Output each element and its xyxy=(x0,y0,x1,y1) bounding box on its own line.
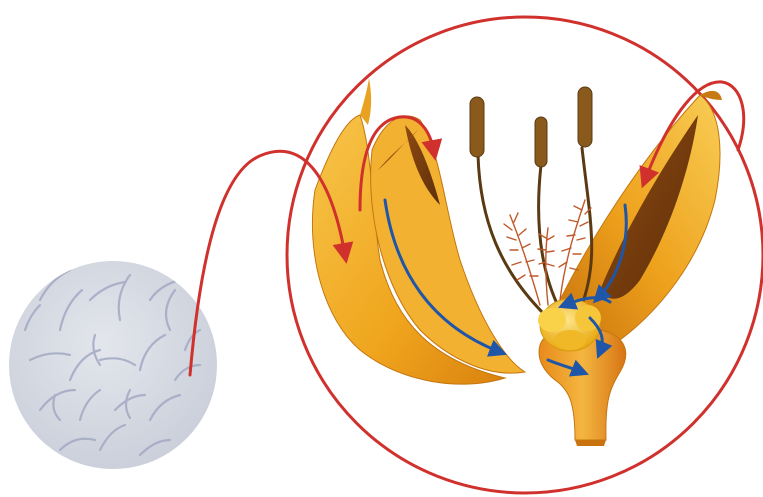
anthers xyxy=(470,87,592,167)
anther-left xyxy=(470,97,484,157)
anther-right xyxy=(578,87,592,147)
microscope-inset xyxy=(9,261,217,469)
anther-middle xyxy=(535,117,547,167)
